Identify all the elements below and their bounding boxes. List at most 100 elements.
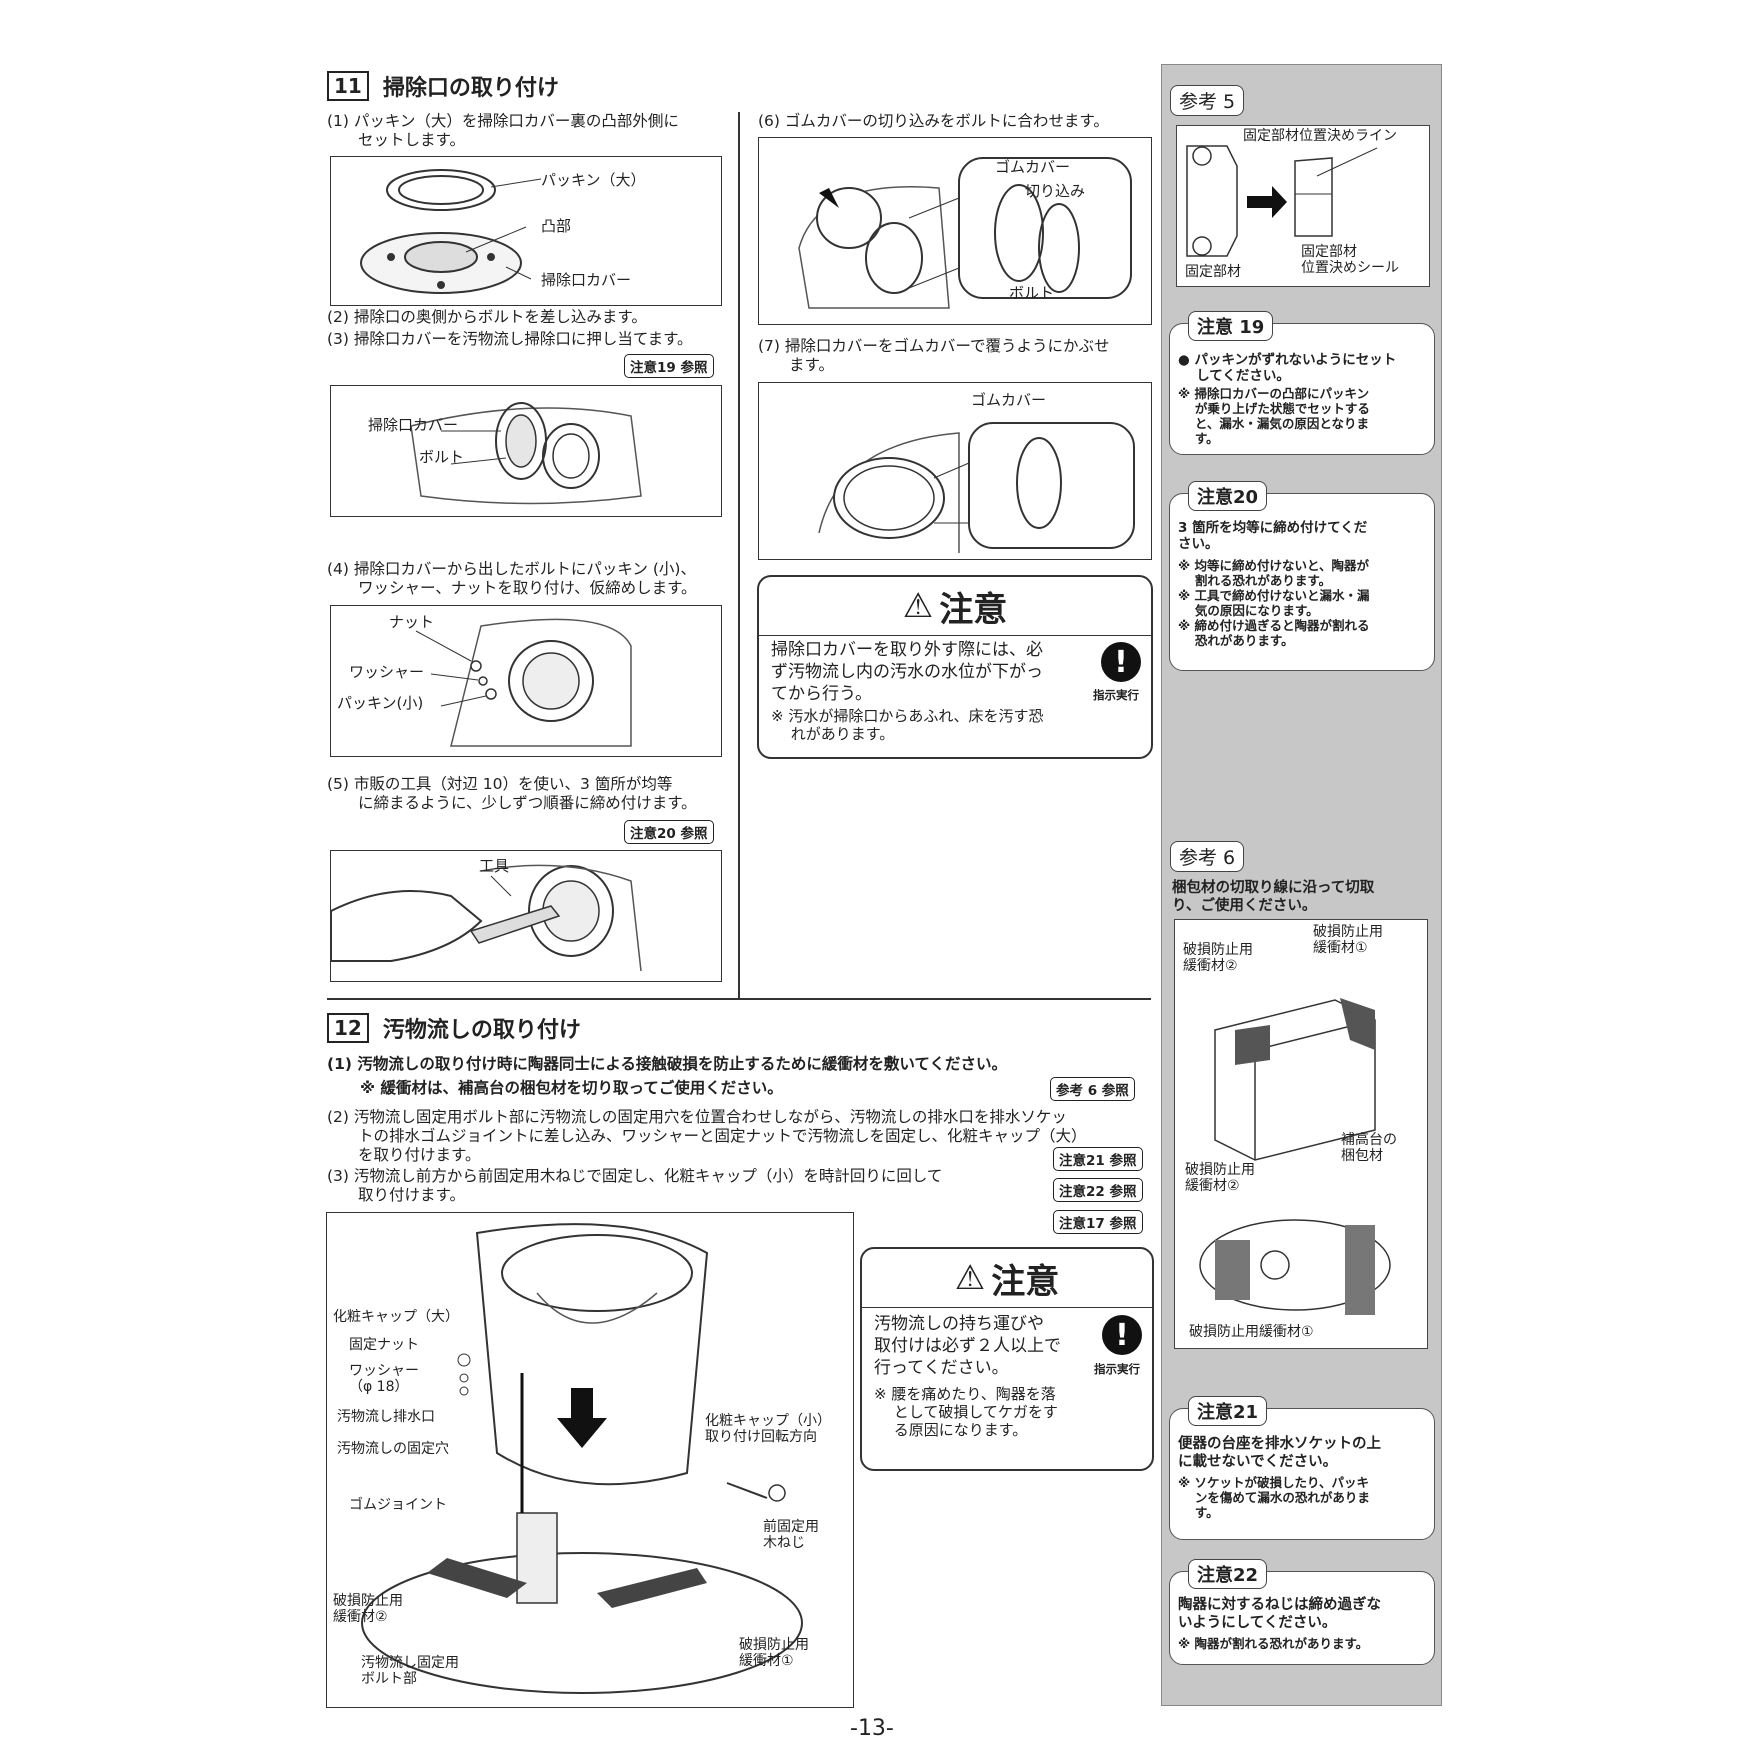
packing-cut-illustration <box>1199 998 1391 1315</box>
exclamation-icon: ! <box>1101 642 1141 682</box>
rubber-fitted-illustration <box>818 422 1135 553</box>
note-body: 陶器に対するねじは締め過ぎな いようにしてください。 <box>1178 1597 1381 1631</box>
caution-title-row: ⚠ 注意 <box>759 577 1151 636</box>
label-fixing-hole: 汚物流しの固定穴 <box>337 1441 449 1457</box>
warning-triangle-icon: ⚠ <box>902 586 934 626</box>
warning-triangle-icon: ⚠ <box>954 1258 986 1298</box>
section-11-heading: 11 掃除口の取り付け <box>327 70 559 102</box>
section-title: 掃除口の取り付け <box>382 76 559 101</box>
figure-nut-washer: ナット ワッシャー パッキン(小) <box>330 605 722 757</box>
rubber-cover-illustration <box>798 157 1132 309</box>
note-small: ※ ソケットが破損したり、パッキ ンを傷めて漏水の恐れがありま す。 <box>1178 1475 1370 1520</box>
caution-title: 注意 <box>991 1261 1060 1302</box>
page-number: -13- <box>850 1716 894 1741</box>
note-small: ※ 掃除口カバーの凸部にパッキン が乗り上げた状態でセットする と、漏水・漏気の… <box>1178 386 1370 446</box>
step-text: (6) ゴムカバーの切り込みをボルトに合わせます。 <box>758 112 1109 130</box>
note-small: ※ 均等に締め付けないと、陶器が 割れる恐れがあります。 ※ 工具で締め付けない… <box>1178 558 1370 648</box>
step-text: (7) 掃除口カバーをゴムカバーで覆うようにかぶせ ます。 <box>758 337 1110 374</box>
label-washer: ワッシャー <box>349 663 425 681</box>
label-tool: 工具 <box>479 857 510 875</box>
label-cap-small: 化粧キャップ（小） 取り付け回転方向 <box>705 1413 831 1445</box>
sink-installation-illustration <box>361 1223 803 1694</box>
label-cap-large: 化粧キャップ（大） <box>333 1309 459 1325</box>
label-positioning-line: 固定部材位置決めライン <box>1243 128 1397 144</box>
label-cushion2: 破損防止用 緩衝材② <box>333 1593 403 1625</box>
packing-illustration <box>360 169 542 294</box>
fixing-part-illustration <box>1186 145 1378 257</box>
label-cushion1: 破損防止用 緩衝材① <box>1313 924 1383 956</box>
reference-ref6: 参考 6 参照 <box>1050 1077 1135 1101</box>
sidebar: 参考 5 固定部材位置決めライン 固定部材 固定部材 位置決めシール ● パッキ… <box>1161 64 1442 1706</box>
reference5-figure: 固定部材位置決めライン 固定部材 固定部材 位置決めシール <box>1176 125 1430 287</box>
note20-box: 3 箇所を均等に締め付けてくだ さい。 ※ 均等に締め付けないと、陶器が 割れる… <box>1169 493 1435 671</box>
label-packing-large: パッキン（大） <box>541 171 646 189</box>
caution-box: ⚠ 注意 汚物流しの持ち運びや 取付けは必ず２人以上で 行ってください。 ※ 腰… <box>860 1247 1154 1471</box>
step-text: (4) 掃除口カバーから出したボルトにパッキン (小)、 ワッシャー、ナットを取… <box>327 560 697 597</box>
note-small: ※ 陶器が割れる恐れがあります。 <box>1178 1636 1369 1651</box>
label-rubber-cover: ゴムカバー <box>995 158 1071 176</box>
label-drain-outlet: 汚物流し排水口 <box>337 1409 435 1425</box>
step-text: (2) 汚物流し固定用ボルト部に汚物流しの固定用穴を位置合わせしながら、汚物流し… <box>327 1108 1087 1164</box>
reference-note21: 注意21 参照 <box>1053 1147 1143 1171</box>
figure-tool: 工具 <box>330 850 722 982</box>
label-notch: 切り込み <box>1025 182 1086 200</box>
caution-box: ⚠ 注意 掃除口カバーを取り外す際には、必 ず汚物流し内の汚水の水位が下がっ て… <box>757 575 1153 759</box>
caution-text: 掃除口カバーを取り外す際には、必 ず汚物流し内の汚水の水位が下がっ てから行う。 <box>771 640 1043 704</box>
label-fixing-bolt: 汚物流し固定用 ボルト部 <box>361 1655 459 1687</box>
caution-title-row: ⚠ 注意 <box>862 1249 1152 1308</box>
reference6-text: 梱包材の切取り線に沿って切取 り、ご使用ください。 <box>1172 880 1375 914</box>
label-cushion2: 破損防止用 緩衝材② <box>1183 942 1253 974</box>
tab-note19: 注意 19 <box>1188 311 1274 341</box>
note-body: 3 箇所を均等に締め付けてくだ さい。 <box>1178 520 1368 552</box>
icon-label: 指示実行 <box>1093 688 1139 702</box>
caution-title: 注意 <box>939 589 1008 630</box>
section-number: 12 <box>327 1013 369 1043</box>
note19-box: ● パッキンがずれないようにセット してください。 ※ 掃除口カバーの凸部にパッ… <box>1169 323 1435 455</box>
tab-note20: 注意20 <box>1188 481 1268 511</box>
section-number: 11 <box>327 71 369 101</box>
step-text: (3) 掃除口カバーを汚物流し掃除口に押し当てます。 <box>327 330 693 348</box>
figure-sink-installation: 化粧キャップ（大） 固定ナット ワッシャー （φ 18） 汚物流し排水口 汚物流… <box>326 1212 854 1708</box>
label-packing-material: 補高台の 梱包材 <box>1341 1132 1397 1164</box>
label-bolt: ボルト <box>1009 284 1055 302</box>
reference-note17: 注意17 参照 <box>1053 1210 1143 1234</box>
label-protrusion: 凸部 <box>541 217 572 235</box>
caution-note: ※ 汚水が掃除口からあふれ、床を汚す恐 れがあります。 <box>771 707 1044 743</box>
step-text: (3) 汚物流し前方から前固定用木ねじで固定し、化粧キャップ（小）を時計回りに回… <box>327 1167 943 1204</box>
section-12-heading: 12 汚物流しの取り付け <box>327 1012 581 1044</box>
column-divider <box>738 112 740 998</box>
label-washer: ワッシャー （φ 18） <box>349 1363 419 1395</box>
note21-box: 便器の台座を排水ソケットの上 に載せないでください。 ※ ソケットが破損したり、… <box>1169 1408 1435 1540</box>
caution-note: ※ 腰を痛めたり、陶器を落 として破損してケガをす る原因になります。 <box>874 1385 1058 1439</box>
tab-reference5: 参考 5 <box>1170 85 1245 116</box>
step-text: (5) 市販の工具（対辺 10）を使い、3 箇所が均等 に締まるように、少しずつ… <box>327 775 697 812</box>
label-cushion1: 破損防止用 緩衝材① <box>739 1637 809 1669</box>
figure-rubber-cover-notch: ゴムカバー 切り込み ボルト <box>758 137 1152 325</box>
figure-cover-bolt: 掃除口カバー ボルト <box>330 385 722 517</box>
caution-text: 汚物流しの持ち運びや 取付けは必ず２人以上で 行ってください。 <box>874 1314 1061 1378</box>
step-text: (1) 汚物流しの取り付け時に陶器同士による接触破損を防止するために緩衝材を敷い… <box>327 1055 1007 1073</box>
figure-rubber-cover-fitted: ゴムカバー <box>758 382 1152 560</box>
step-text: (1) パッキン（大）を掃除口カバー裏の凸部外側に セットします。 <box>327 112 679 149</box>
label-cleanout-cover: 掃除口カバー <box>541 271 632 289</box>
section-divider <box>327 998 1151 1000</box>
label-cushion2-lower: 破損防止用 緩衝材② <box>1185 1162 1255 1194</box>
label-nut: ナット <box>389 613 435 631</box>
label-cushion1-lower: 破損防止用緩衝材① <box>1189 1324 1314 1340</box>
tab-reference6: 参考 6 <box>1170 841 1245 872</box>
exclamation-icon: ! <box>1102 1315 1142 1355</box>
note-body: ● パッキンがずれないようにセット してください。 <box>1178 352 1397 384</box>
label-positioning-seal: 固定部材 位置決めシール <box>1301 244 1399 276</box>
reference-note20: 注意20 参照 <box>624 820 714 844</box>
label-wood-screw: 前固定用 木ねじ <box>763 1519 819 1551</box>
label-fixing-part: 固定部材 <box>1185 264 1241 280</box>
tab-note22: 注意22 <box>1188 1559 1268 1589</box>
step-note: ※ 緩衝材は、補高台の梱包材を切り取ってご使用ください。 <box>360 1079 783 1097</box>
note-body: 便器の台座を排水ソケットの上 に載せないでください。 <box>1178 1436 1381 1470</box>
section-title: 汚物流しの取り付け <box>382 1018 581 1043</box>
label-packing-small: パッキン(小) <box>337 694 424 712</box>
tab-note21: 注意21 <box>1188 1396 1268 1426</box>
label-fixing-nut: 固定ナット <box>349 1337 419 1353</box>
label-rubber-cover: ゴムカバー <box>971 391 1047 409</box>
icon-label: 指示実行 <box>1094 1362 1140 1376</box>
